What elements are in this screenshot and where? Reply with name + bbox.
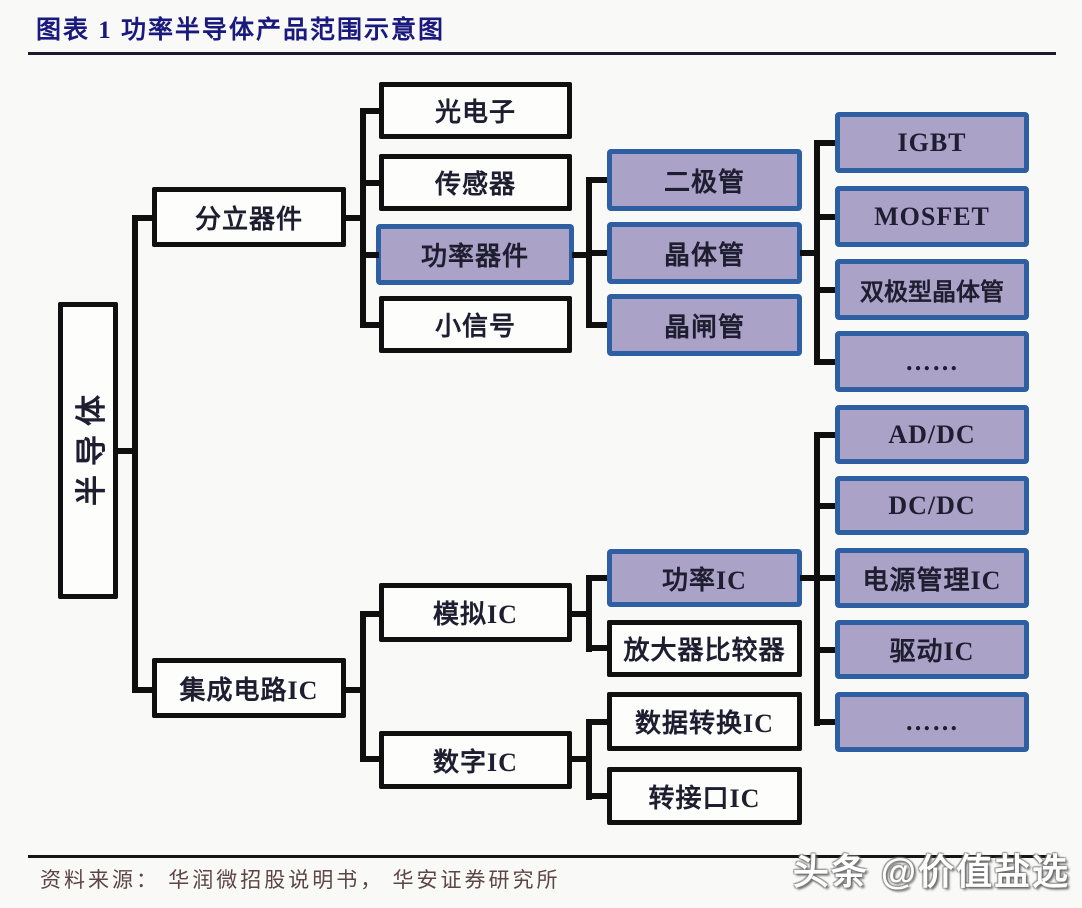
connector (570, 756, 588, 762)
node-bipolar-transistor: 双极型晶体管 (835, 259, 1029, 320)
node-small-signal: 小信号 (379, 296, 572, 353)
connector (366, 252, 379, 258)
connector (366, 108, 379, 114)
connector (814, 140, 820, 365)
node-thyristor-label: 晶闸管 (663, 312, 745, 342)
connector (820, 503, 835, 509)
footer-divider-line (28, 855, 1056, 858)
node-dc-dc: DC/DC (835, 476, 1029, 535)
node-amplifier-comparator: 放大器比较器 (607, 620, 802, 677)
connector (814, 432, 820, 726)
node-semiconductor: 半导体 (58, 302, 118, 599)
connector (592, 719, 607, 725)
node-interface-ic: 转接口IC (607, 767, 802, 825)
connector (570, 611, 588, 617)
node-interface-ic-label: 转接口IC (648, 783, 761, 813)
node-ad-dc-label: AD/DC (888, 419, 976, 449)
connector (800, 250, 816, 256)
connector (820, 719, 835, 725)
connector (586, 719, 592, 800)
source-note: 资料来源： 华润微招股说明书， 华安证券研究所 (40, 868, 561, 892)
connector (820, 432, 835, 438)
connector (344, 687, 362, 693)
node-more-discrete: …… (835, 331, 1029, 392)
connector (820, 140, 835, 146)
connector (592, 575, 607, 581)
title-divider-line (28, 52, 1056, 55)
connector (366, 611, 379, 617)
connector (592, 177, 607, 183)
connector (820, 647, 835, 653)
node-sensor: 传感器 (379, 154, 572, 211)
connector (820, 287, 835, 293)
node-diode: 二极管 (607, 149, 802, 211)
node-amplifier-comparator-label: 放大器比较器 (623, 636, 786, 665)
node-igbt-label: IGBT (897, 127, 967, 157)
node-power-management-ic: 电源管理IC (835, 548, 1029, 608)
connector (800, 575, 816, 581)
node-more-ic: …… (835, 692, 1029, 752)
node-semiconductor-label: 半导体 (73, 386, 109, 506)
node-sensor-label: 传感器 (434, 170, 516, 199)
watermark-text: 头条 @价值盐选 (792, 851, 1070, 892)
node-integrated-circuit-label: 集成电路IC (179, 675, 319, 705)
connector (572, 252, 588, 258)
node-bipolar-transistor-label: 双极型晶体管 (860, 280, 1004, 306)
node-more-ic-label: …… (905, 707, 959, 736)
connector (344, 215, 362, 221)
node-mosfet-label: MOSFET (874, 201, 990, 231)
node-power-ic-label: 功率IC (662, 565, 747, 595)
connector (592, 250, 607, 256)
node-power-device-label: 功率器件 (420, 242, 529, 271)
node-diode-label: 二极管 (663, 167, 745, 197)
node-data-conversion-ic-label: 数据转换IC (635, 709, 774, 738)
node-small-signal-label: 小信号 (434, 312, 516, 341)
node-discrete-devices-label: 分立器件 (194, 204, 303, 234)
connector (366, 180, 379, 186)
node-integrated-circuit: 集成电路IC (152, 658, 346, 718)
connector (820, 575, 835, 581)
connector (592, 645, 607, 651)
node-analog-ic: 模拟IC (379, 583, 572, 642)
connector (586, 575, 592, 652)
node-igbt: IGBT (835, 112, 1029, 173)
node-transistor: 晶体管 (607, 222, 802, 284)
connector (366, 756, 379, 762)
node-ad-dc: AD/DC (835, 405, 1029, 464)
connector (592, 793, 607, 799)
node-optoelectronics-label: 光电子 (434, 98, 516, 127)
connector (366, 322, 379, 328)
node-thyristor: 晶闸管 (607, 294, 802, 356)
node-dc-dc-label: DC/DC (888, 490, 976, 520)
chart-title: 图表 1 功率半导体产品范围示意图 (36, 17, 446, 44)
node-optoelectronics: 光电子 (379, 82, 572, 139)
node-more-discrete-label: …… (905, 346, 959, 376)
connector (138, 215, 154, 221)
connector (132, 215, 138, 693)
node-mosfet: MOSFET (835, 186, 1029, 247)
connector (820, 214, 835, 220)
node-transistor-label: 晶体管 (663, 240, 745, 270)
node-digital-ic-label: 数字IC (433, 747, 518, 777)
connector (360, 108, 366, 328)
connector (117, 448, 135, 454)
node-power-device: 功率器件 (376, 224, 574, 285)
connector (586, 177, 592, 328)
connector (820, 359, 835, 365)
node-analog-ic-label: 模拟IC (433, 600, 518, 629)
node-power-management-ic-label: 电源管理IC (862, 565, 1002, 595)
node-digital-ic: 数字IC (379, 731, 572, 789)
connector (592, 322, 607, 328)
connector (138, 687, 154, 693)
node-discrete-devices: 分立器件 (152, 187, 346, 247)
node-data-conversion-ic: 数据转换IC (607, 692, 802, 751)
node-driver-ic: 驱动IC (835, 620, 1029, 679)
node-driver-ic-label: 驱动IC (889, 637, 975, 666)
connector (360, 611, 366, 762)
node-power-ic: 功率IC (607, 549, 802, 607)
